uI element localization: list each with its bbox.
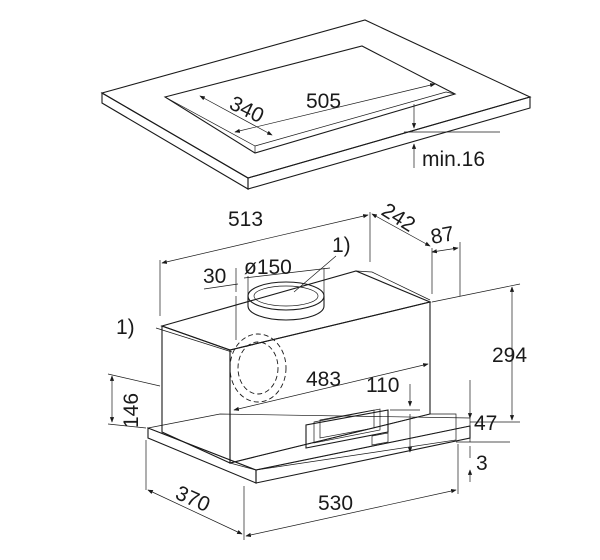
dim-line-cutout-width bbox=[234, 83, 436, 133]
dim-bottom-depth: 370 bbox=[172, 482, 213, 517]
note-top-duct: 1) bbox=[332, 234, 351, 257]
dim-inner-width: 483 bbox=[306, 368, 341, 391]
dim-top-depth: 242 bbox=[377, 199, 419, 237]
dim-cutout-depth: 340 bbox=[226, 92, 268, 128]
dim-min-thickness: min.16 bbox=[422, 148, 485, 171]
dim-rear-offset: 87 bbox=[429, 222, 456, 249]
dim-cutout-width: 505 bbox=[306, 90, 341, 113]
dim-duct-offset: 30 bbox=[203, 265, 226, 288]
base-tray-front bbox=[147, 427, 257, 484]
dim-lower-height: 47 bbox=[474, 412, 497, 435]
worktop-right-edge bbox=[247, 96, 531, 190]
dim-top-width: 513 bbox=[228, 208, 263, 231]
hood-top-face bbox=[160, 270, 432, 351]
dim-bottom-width: 530 bbox=[318, 492, 353, 515]
dim-height-total: 294 bbox=[492, 344, 527, 367]
dim-side-height: 146 bbox=[120, 393, 143, 428]
note-side-duct: 1) bbox=[116, 316, 135, 339]
base-tray-top bbox=[146, 413, 471, 471]
base-tray-side bbox=[255, 425, 471, 484]
worktop-front-edge bbox=[101, 92, 249, 190]
hood-dimensions: 513 242 87 30 ø150 1) 1) 294 483 bbox=[107, 199, 527, 540]
top-duct-spigot bbox=[247, 281, 325, 321]
dim-duct-diameter: ø150 bbox=[244, 256, 292, 279]
dim-plate-thickness: 3 bbox=[476, 452, 488, 475]
cutout-dimensions: 340 505 min.16 bbox=[199, 83, 500, 171]
dim-inner-height: 110 bbox=[366, 374, 399, 397]
motor-grille bbox=[305, 408, 389, 449]
hood-lower-section bbox=[229, 413, 457, 471]
